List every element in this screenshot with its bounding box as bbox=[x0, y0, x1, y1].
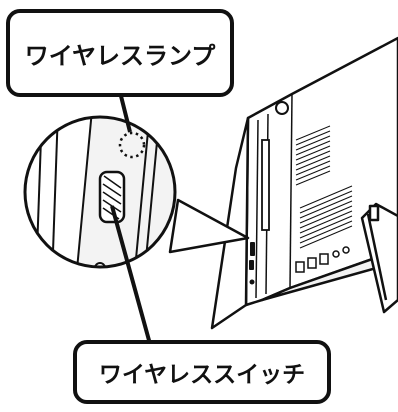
wireless-lamp-label: ワイヤレスランプ bbox=[6, 9, 234, 97]
magnifier-pointer bbox=[168, 198, 250, 254]
magnifier-circle bbox=[23, 115, 177, 269]
top-ring-icon bbox=[275, 101, 289, 115]
wireless-lamp-icon bbox=[118, 131, 146, 159]
lamp-leader-line bbox=[118, 91, 132, 133]
side-buttons bbox=[249, 242, 255, 285]
magnifier-contents bbox=[25, 117, 175, 267]
side-slot bbox=[261, 139, 270, 231]
monitor-body bbox=[210, 36, 398, 330]
wireless-switch-label: ワイヤレススイッチ bbox=[73, 340, 331, 404]
stand bbox=[360, 202, 398, 314]
ports bbox=[295, 246, 350, 273]
switch-leader-line bbox=[110, 205, 152, 345]
vent-grille bbox=[295, 125, 353, 249]
